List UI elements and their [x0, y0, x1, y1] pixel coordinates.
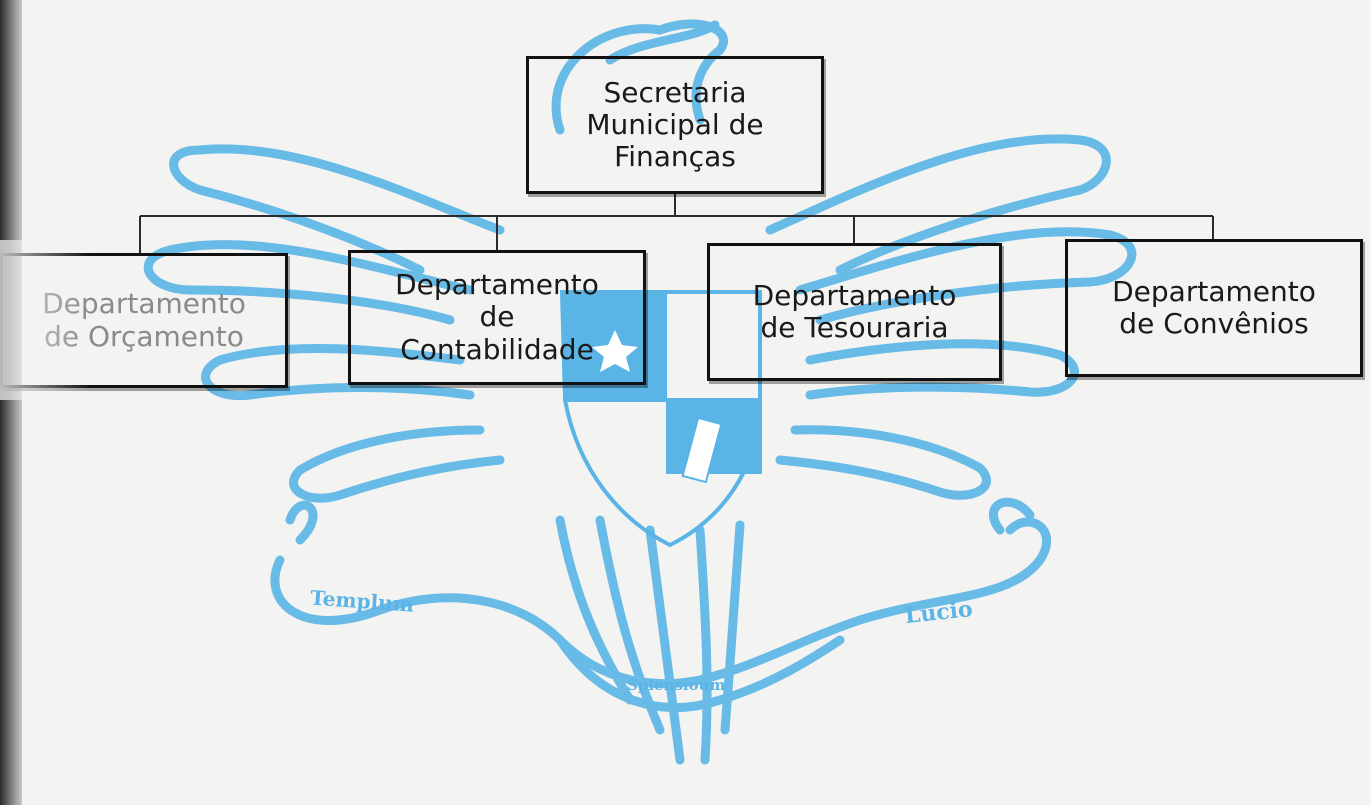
org-node-label: Departamento de Convênios: [1112, 274, 1316, 340]
org-node-contabilidade: Departamento de Contabilidade: [348, 250, 646, 385]
ribbon: [270, 517, 1051, 689]
org-node-tesouraria: Departamento de Tesouraria: [707, 243, 1002, 381]
eagle-head: [551, 19, 728, 135]
left-wing: [169, 144, 505, 275]
right-wing: [765, 134, 1111, 275]
org-node-label: Departamento de Tesouraria: [752, 278, 957, 344]
org-node-label: Departamento de Orçamento: [42, 287, 246, 353]
org-node-label: Departamento de Contabilidade: [395, 268, 599, 366]
org-node-label: Secretaria Municipal de Finanças: [586, 75, 764, 174]
org-node-secretaria: Secretaria Municipal de Finanças: [526, 56, 824, 194]
ribbon-text-bottom: Splensioum: [627, 676, 726, 694]
org-node-orcamento: Departamento de Orçamento: [0, 253, 288, 388]
book-spine-shadow: [0, 0, 22, 805]
org-node-convenios: Departamento de Convênios: [1065, 239, 1363, 377]
